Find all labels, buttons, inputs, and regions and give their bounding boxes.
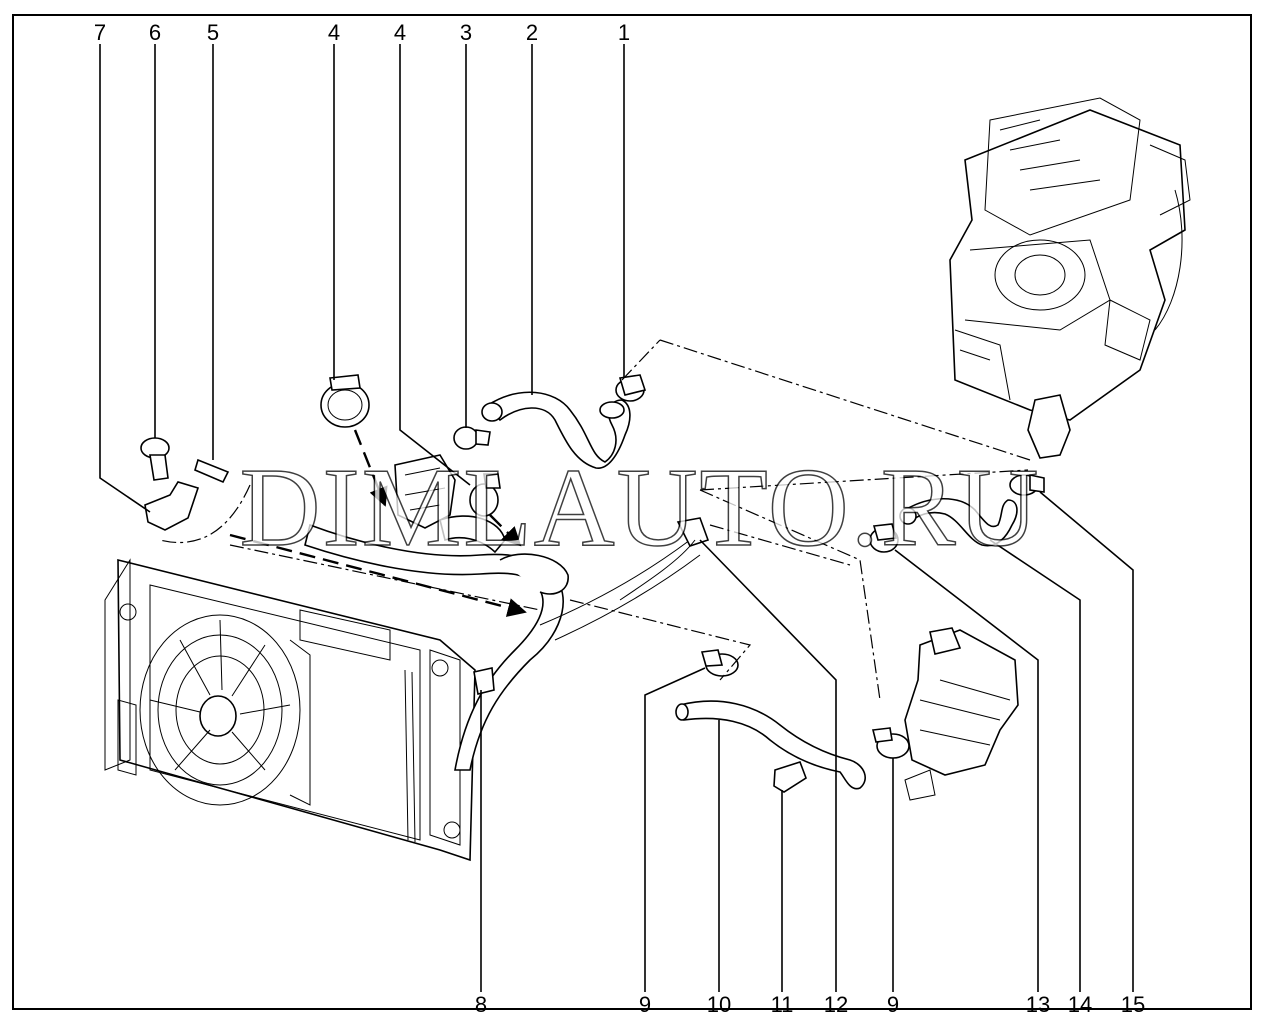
callout-10: 10: [707, 992, 731, 1017]
clip-11: [773, 761, 807, 793]
hose-upper-heater: [481, 391, 631, 469]
thermostat-housing: [394, 454, 506, 554]
bracket-7: [144, 481, 200, 531]
callout-1: 1: [618, 20, 630, 45]
callout-15: 15: [1121, 992, 1145, 1017]
clamp-4-lower: [469, 483, 499, 517]
callout-12: 12: [824, 992, 848, 1017]
callout-2: 2: [526, 20, 538, 45]
callouts-bottom: 8 9 10 11 12 9 13 14 15: [475, 992, 1145, 1017]
callout-7: 7: [94, 20, 106, 45]
seal-5: [194, 458, 230, 484]
routing-lines: [159, 339, 1031, 701]
callout-9-right: 9: [887, 992, 899, 1017]
hose-expansion-tank: [675, 700, 866, 790]
callout-3: 3: [460, 20, 472, 45]
fasteners: [140, 437, 230, 531]
hose-bypass: [619, 517, 710, 601]
heater-unit: [949, 97, 1191, 459]
leader-lines: [99, 44, 1134, 992]
callout-6: 6: [149, 20, 161, 45]
callout-4-left: 4: [328, 20, 340, 45]
callout-9-left: 9: [639, 992, 651, 1017]
clamps: [320, 374, 1045, 793]
callout-8: 8: [475, 992, 487, 1017]
callout-5: 5: [207, 20, 219, 45]
watermark-text: DIMLAUTO.RU: [240, 446, 1041, 570]
radiator-hose-lower: [304, 523, 701, 771]
callout-4-right: 4: [394, 20, 406, 45]
callout-14: 14: [1068, 992, 1092, 1017]
hose-heater-return: [899, 498, 1018, 547]
expansion-tank: [904, 627, 1019, 801]
radiator-fan-assembly: [104, 558, 476, 862]
clip-8: [473, 667, 495, 695]
callout-13: 13: [1026, 992, 1050, 1017]
callout-11: 11: [771, 992, 794, 1017]
callouts-top: 7 6 5 4 4 3 2 1: [94, 20, 630, 45]
